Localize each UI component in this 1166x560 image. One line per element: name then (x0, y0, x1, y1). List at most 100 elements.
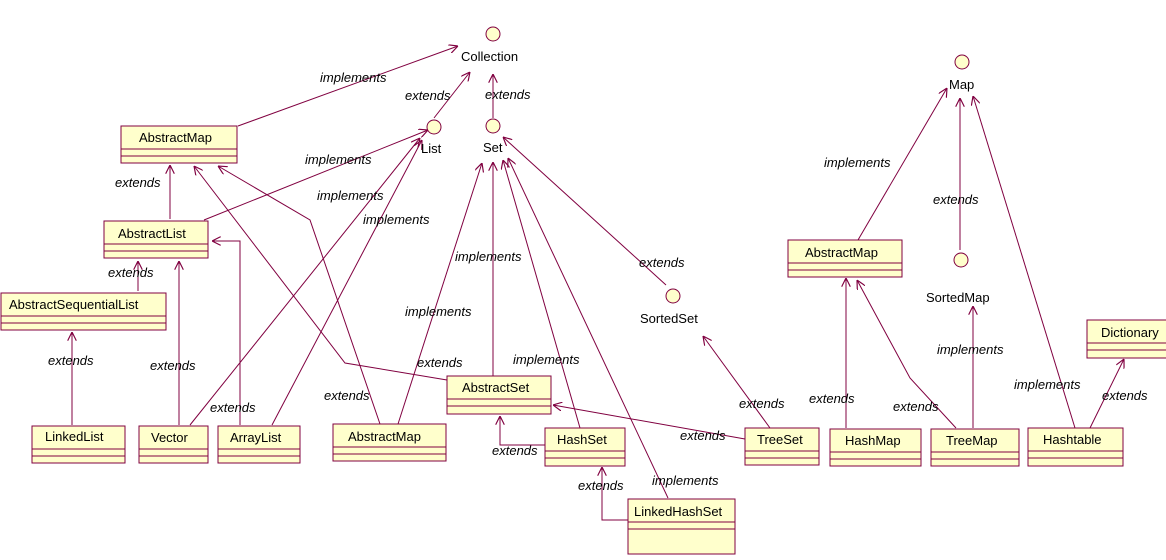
class-vector[interactable] (138, 425, 209, 464)
hashtable-name: Hashtable (1043, 432, 1102, 447)
relations (72, 46, 1124, 521)
edge-linkedhashset-extends-hashset (602, 467, 628, 521)
class-abstractmap-right[interactable] (787, 239, 903, 278)
edge-label: extends (809, 391, 855, 406)
interface-list-name: List (421, 141, 442, 156)
edge-label: implements (317, 188, 384, 203)
hashset-name: HashSet (557, 432, 607, 447)
class-arraylist[interactable] (217, 425, 301, 464)
edge-label: extends (1102, 388, 1148, 403)
edge-label: extends (893, 399, 939, 414)
edge-label: extends (639, 255, 685, 270)
class-boxes (0, 125, 1166, 555)
linkedhashset-name: LinkedHashSet (634, 504, 723, 519)
edge-label: extends (150, 358, 196, 373)
edge-treemap-extends-abstractmap3 (857, 280, 957, 429)
vector-name: Vector (151, 430, 189, 445)
interface-map-name: Map (949, 77, 974, 92)
dictionary-name: Dictionary (1101, 325, 1159, 340)
class-abstractmap-bottom[interactable] (332, 423, 447, 462)
class-abstractmap-top[interactable] (120, 125, 238, 164)
edge-hashset-implements-set (503, 160, 581, 429)
edge-arraylist-implements-list (271, 140, 422, 426)
edge-list-extends-collection (433, 72, 470, 119)
edge-label: extends (210, 400, 256, 415)
edge-treeset-extends-sortedset (703, 336, 771, 429)
edge-label: implements (937, 342, 1004, 357)
interface-collection-icon (485, 26, 501, 42)
class-hashmap[interactable] (829, 428, 922, 467)
edge-label: implements (305, 152, 372, 167)
class-treemap[interactable] (930, 428, 1020, 467)
abstractset-name: AbstractSet (462, 380, 530, 395)
class-names: AbstractMap AbstractList AbstractSequent… (9, 130, 1159, 519)
interface-sortedmap-icon (953, 252, 969, 268)
edge-label: extends (417, 355, 463, 370)
edge-label: extends (115, 175, 161, 190)
edge-label: extends (680, 428, 726, 443)
edge-label: extends (48, 353, 94, 368)
interface-sortedset-icon (665, 288, 681, 304)
edge-abstractmap2-implements-set (397, 163, 482, 425)
edge-label: implements (513, 352, 580, 367)
edge-label: extends (578, 478, 624, 493)
edge-label: implements (824, 155, 891, 170)
edge-abstractmap3-implements-map (857, 88, 947, 241)
edge-label: extends (485, 87, 531, 102)
edge-arraylist-extends-abstractlist (212, 241, 241, 425)
edge-label: implements (455, 249, 522, 264)
treemap-name: TreeMap (946, 433, 998, 448)
edge-label: implements (1014, 377, 1081, 392)
interface-map-icon (954, 54, 970, 70)
class-linkedhashset[interactable] (627, 498, 736, 555)
edge-label: extends (108, 265, 154, 280)
edge-labels: implements extends extends implements ex… (48, 70, 1148, 493)
edge-label: extends (933, 192, 979, 207)
edge-label: extends (324, 388, 370, 403)
edge-label: extends (405, 88, 451, 103)
abstractmap-top-name: AbstractMap (139, 130, 212, 145)
edge-label: extends (739, 396, 785, 411)
abstractlist-name: AbstractList (118, 226, 186, 241)
class-hashtable[interactable] (1027, 427, 1124, 467)
interfaces (426, 26, 970, 304)
edge-label: implements (652, 473, 719, 488)
interface-set-name: Set (483, 140, 503, 155)
class-abstractlist[interactable] (103, 220, 209, 259)
interface-list-icon (426, 119, 442, 135)
treeset-name: TreeSet (757, 432, 803, 447)
arraylist-name: ArrayList (230, 430, 282, 445)
interface-collection-name: Collection (461, 49, 518, 64)
edge-sortedset-extends-set (503, 137, 667, 286)
edge-hashtable-extends-dictionary (1089, 359, 1124, 429)
abstractmap-right-name: AbstractMap (805, 245, 878, 260)
class-abstractset[interactable] (446, 375, 552, 415)
edge-treeset-extends-abstractset (553, 405, 746, 440)
edge-abstractmap2-extends-abstractmap (218, 166, 381, 425)
abstractsequentiallist-name: AbstractSequentialList (9, 297, 139, 312)
edge-label: implements (363, 212, 430, 227)
edge-abstractlist-implements-list (203, 130, 428, 221)
edge-label: implements (405, 304, 472, 319)
edge-hashtable-implements-map (973, 96, 1076, 429)
linkedlist-name: LinkedList (45, 429, 104, 444)
edge-label: extends (492, 443, 538, 458)
edge-linkedhashset-implements-set (508, 158, 669, 499)
class-abstractsequentiallist[interactable] (0, 292, 167, 331)
hashmap-name: HashMap (845, 433, 901, 448)
interface-sortedmap-name: SortedMap (926, 290, 990, 305)
edge-abstractmap-implements-collection (237, 46, 458, 127)
class-treeset[interactable] (744, 427, 820, 466)
interface-sortedset-name: SortedSet (640, 311, 698, 326)
class-hashset[interactable] (544, 427, 626, 467)
interface-set-icon (485, 118, 501, 134)
edge-hashset-extends-abstractset (500, 416, 545, 446)
interface-names: Collection List Set SortedSet Map Sorted… (421, 49, 990, 326)
edge-abstractset-extends-abstractmap (194, 166, 448, 381)
class-dictionary[interactable] (1086, 319, 1166, 359)
edge-vector-implements-list (189, 138, 420, 426)
class-linkedlist[interactable] (31, 425, 126, 464)
abstractmap-bottom-name: AbstractMap (348, 429, 421, 444)
edge-label: implements (320, 70, 387, 85)
